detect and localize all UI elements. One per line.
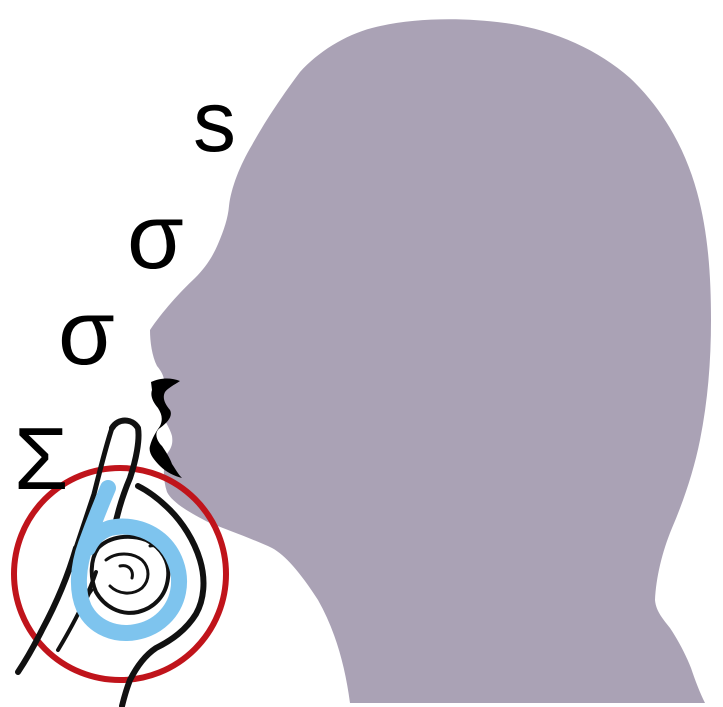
letter-sigma-upper: σ	[127, 186, 184, 288]
letter-sigma-capital: Σ	[14, 409, 68, 508]
letter-s: s	[193, 74, 236, 170]
letter-sigma-lower: σ	[58, 282, 115, 384]
